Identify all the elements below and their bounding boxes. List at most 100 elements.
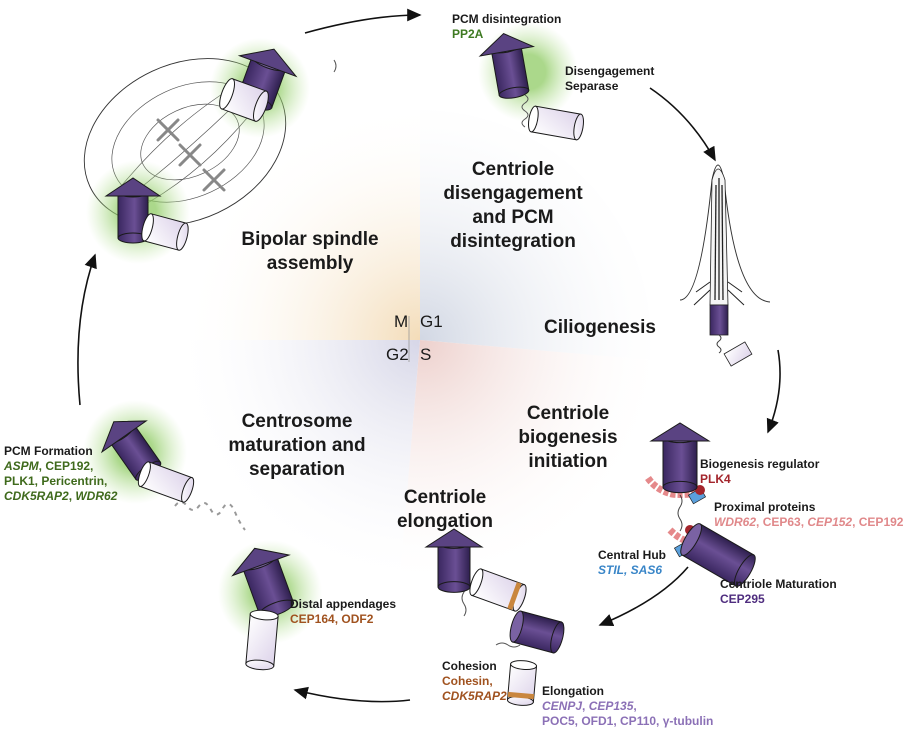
mother-centriole [649,422,711,494]
basal-body [709,304,729,336]
stage-line: disintegration [450,231,576,252]
stage-line: Centriole [471,159,555,180]
protein: CEP152 [807,515,853,529]
protein: CDK5RAP2 [442,689,507,703]
arrow-to-elongation [598,566,689,626]
mother-centriole [231,547,295,618]
protein: CEP63 [762,515,801,529]
daughter-centriole [528,105,584,141]
arrow-top [304,8,422,34]
separator: , [633,699,637,713]
stage-line: elongation [396,511,494,532]
cohesion-linker [495,642,521,648]
mother-centriole [424,528,484,593]
annotation-title: Central Hub [598,548,667,562]
separator: , [582,699,589,713]
stage-line: initiation [528,451,608,472]
disengagement-linker [521,94,529,128]
protein: Cohesin, [442,674,493,688]
daughter-centriole [469,568,527,612]
label-disengagement: Disengagement Separase [565,64,654,94]
separator: , [68,489,76,503]
cilium-illustration [679,164,771,367]
daughter-centriole [506,660,538,706]
label-biogenesis-regulator: Biogenesis regulator PLK4 [700,457,819,487]
separator: , [800,515,808,529]
stage-line: Centrosome [241,411,353,432]
daughter-centriole [141,213,189,251]
stage-line: maturation and [228,435,366,456]
annotation-title: Proximal proteins [714,500,816,514]
annotation-title: Biogenesis regulator [700,457,820,471]
cycle-arrows [77,8,781,703]
stage-biogenesis: Centriole biogenesis initiation [508,402,628,474]
stage-ciliogenesis: Ciliogenesis [535,316,665,340]
cycle-sectors [189,109,651,576]
stage-bipolar-spindle: Bipolar spindle assembly [235,228,385,276]
protein: CDK5RAP2 [4,489,69,503]
phase-s: S [420,345,432,364]
mother-centriole [680,523,756,587]
separator: , [852,515,859,529]
arrow-bottom [293,686,411,703]
annotation-title: Elongation [542,684,604,698]
centrioles [100,32,756,706]
arrow-to-cilium [649,87,716,162]
protein: ASPM [4,459,39,473]
sector-bipolar-spindle [190,110,420,340]
transition-fibers [693,281,745,306]
linker [716,334,722,354]
protein: STIL [598,563,624,577]
protein: CEP135 [588,699,634,713]
protein: SAS6 [630,563,663,577]
sector-disengagement [420,109,651,360]
annotation-proteins: PLK4 [700,472,731,486]
daughter-centriole [245,609,279,671]
stage-line: and PCM [472,207,554,228]
protein: WDR62 [714,515,757,529]
protein: PLK1, Pericentrin, [4,474,108,488]
annotation-proteins: CEP295 [720,592,765,606]
separator: , [624,563,631,577]
microtubule [721,184,724,301]
microtubule [714,184,717,301]
stage-line: Ciliogenesis [544,317,656,338]
stage-line: Bipolar spindle [241,229,379,250]
protein: WDR62 [75,489,118,503]
phase-g2: G2 [386,345,409,364]
label-centriole-maturation: Centriole Maturation CEP295 [720,577,837,607]
daughter-centriole [219,78,269,122]
stage-line: separation [248,459,346,480]
protein: CENPJ [542,699,583,713]
label-pcm-disintegration: PCM disintegration PP2A [452,12,561,42]
tether [677,494,683,532]
pcm-dots [174,501,246,531]
sector-biogenesis [400,340,650,576]
separator: , [756,515,763,529]
label-elongation: Elongation CENPJ, CEP135, POC5, OFD1, CP… [542,684,713,729]
phase-m: M [394,312,409,331]
label-cohesion: Cohesion Cohesin, CDK5RAP2 [442,659,507,704]
stage-disengagement: Centriole disengagement and PCM disinteg… [428,158,598,254]
label-central-hub: Central Hub STIL, SAS6 [598,548,666,578]
mother-centriole [509,610,565,654]
annotation-title: Disengagement [565,64,655,78]
annotation-title: Cohesion [442,659,497,673]
label-pcm-formation: PCM Formation ASPM, CEP192, PLK1, Perice… [4,444,117,504]
stage-line: biogenesis [518,427,618,448]
stage-line: Centriole [403,487,487,508]
daughter-centriole [723,341,753,367]
annotation-title: Distal appendages [290,597,397,611]
cell-membrane [679,164,771,303]
mother-centriole [478,32,536,99]
stage-elongation: Centriole elongation [390,486,500,534]
label-proximal-proteins: Proximal proteins WDR62, CEP63, CEP152, … [714,500,903,530]
arrow-left [77,253,97,406]
annotation-proteins: Separase [565,79,619,93]
phase-g1: G1 [420,312,443,331]
annotation-proteins: CEP164, ODF2 [290,612,374,626]
cohesion-linker [333,59,337,73]
stage-line: disengagement [443,183,583,204]
chromosomes [156,118,226,192]
